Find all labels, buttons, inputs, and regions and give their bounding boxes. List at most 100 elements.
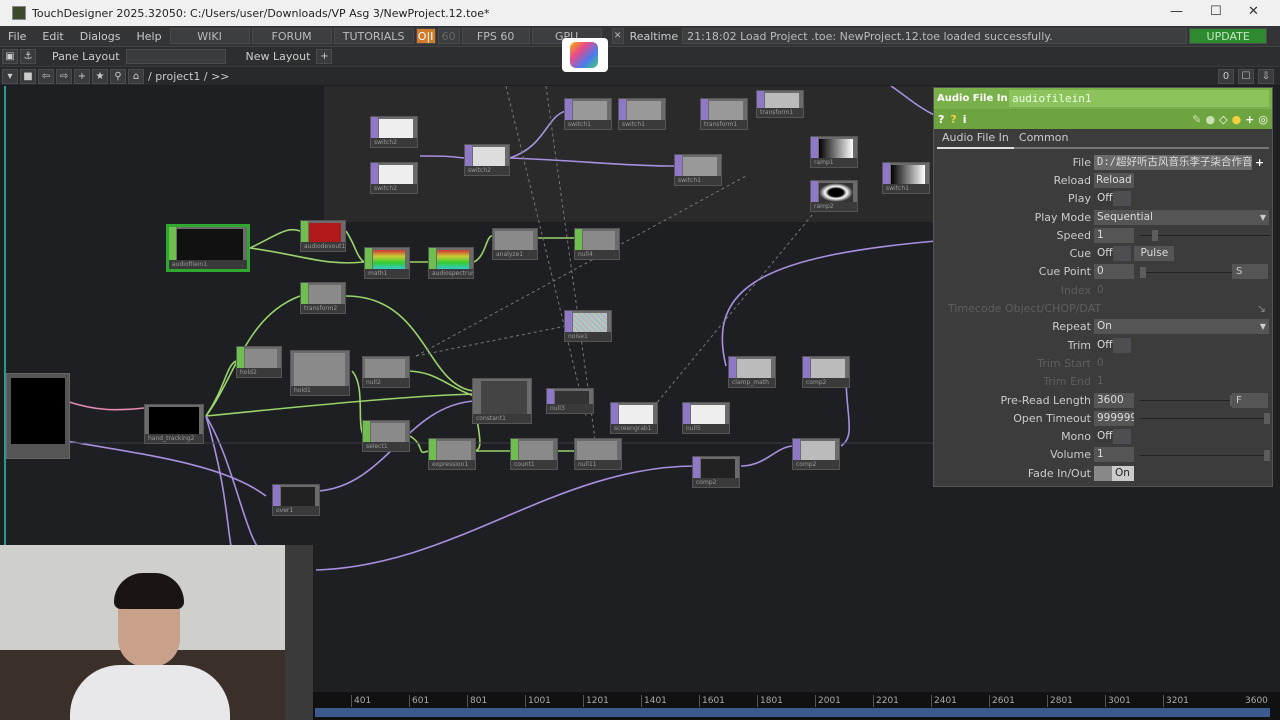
node-transform2[interactable]: comp2	[692, 456, 740, 488]
forum-button[interactable]: FORUM	[251, 28, 332, 44]
timeline[interactable]: 401 601 801 1001 1201 1401 1601 1801 200…	[313, 692, 1280, 720]
timeline-range-bar[interactable]	[315, 708, 1270, 717]
tab-common[interactable]: Common	[1018, 131, 1069, 144]
fade-toggle[interactable]: On	[1112, 465, 1134, 481]
node-null-a[interactable]: transform1	[700, 98, 748, 130]
node-screengrab1[interactable]: screengrab1	[610, 402, 658, 434]
tab-audio-file-in[interactable]: Audio File In	[937, 131, 1014, 149]
node-video2[interactable]: switch2	[370, 162, 418, 194]
anchor-icon[interactable]: ⚓	[20, 49, 36, 64]
node-analyze1[interactable]: analyze1	[492, 228, 538, 260]
add-parameter-icon[interactable]: +	[1245, 112, 1255, 126]
node-ramp1[interactable]: ramp1	[810, 136, 858, 168]
maximize-button[interactable]: ☐	[1210, 4, 1222, 19]
cue-point-field[interactable]: 0	[1094, 264, 1134, 280]
node-movie2[interactable]: switch1	[618, 98, 666, 130]
info-icon[interactable]: i	[962, 112, 967, 126]
volume-field[interactable]: 1	[1094, 447, 1134, 463]
menu-edit[interactable]: Edit	[42, 29, 64, 43]
dropdown-icon[interactable]: ▾	[2, 68, 18, 84]
mono-toggle[interactable]: Off	[1094, 429, 1113, 445]
home-icon[interactable]: ⌂	[128, 68, 144, 84]
volume-slider[interactable]	[1140, 454, 1270, 456]
cue-point-unit[interactable]: S	[1232, 264, 1268, 280]
star-icon[interactable]: ★	[92, 68, 108, 84]
cue-pulse-button[interactable]: Pulse	[1133, 246, 1174, 262]
pre-read-slider[interactable]	[1140, 399, 1235, 401]
node-comp3[interactable]: comp2	[802, 356, 850, 388]
arrow-icon[interactable]: ↘	[1256, 302, 1266, 316]
speed-field[interactable]: 1	[1094, 227, 1134, 243]
menu-dialogs[interactable]: Dialogs	[79, 29, 121, 43]
clone-icon[interactable]: ◇	[1219, 112, 1228, 126]
node-hold1[interactable]: hold2	[236, 346, 282, 378]
window-icon[interactable]: ☐	[1238, 68, 1254, 84]
target-icon[interactable]: ◎	[1258, 112, 1268, 126]
pre-read-unit[interactable]: F	[1232, 392, 1268, 408]
wiki-button[interactable]: WIKI	[169, 28, 250, 44]
realtime-checkbox[interactable]: ✕	[611, 28, 624, 44]
trim-toggle-box[interactable]	[1112, 337, 1131, 353]
node-switch2[interactable]: switch2	[464, 144, 510, 176]
cue-point-slider-knob[interactable]	[1140, 266, 1146, 278]
comment-icon[interactable]: ●	[1205, 112, 1216, 126]
play-toggle-box[interactable]	[1112, 191, 1131, 207]
download-icon[interactable]: ⇩	[1258, 68, 1274, 84]
python-icon[interactable]: ●	[1231, 112, 1242, 126]
forward-icon[interactable]: ⇨	[56, 68, 72, 84]
fps-limit-field[interactable]: 60	[437, 28, 460, 44]
node-movie1[interactable]: switch1	[564, 98, 612, 130]
cue-point-slider[interactable]	[1140, 271, 1235, 273]
open-timeout-slider-knob[interactable]	[1264, 413, 1270, 425]
expand-icon[interactable]: ▣	[2, 49, 18, 64]
pane-layout-presets[interactable]	[125, 49, 226, 64]
node-comp-out[interactable]: comp2	[792, 438, 840, 470]
node-math1[interactable]: math1	[364, 247, 410, 279]
node-expression1[interactable]: expression1	[428, 438, 476, 470]
open-timeout-field[interactable]: 999999	[1094, 410, 1134, 426]
add-file-icon[interactable]: +	[1255, 155, 1265, 169]
speed-slider[interactable]	[1140, 235, 1270, 237]
oi-button[interactable]: O|I	[415, 28, 436, 44]
cue-toggle-box[interactable]	[1112, 246, 1131, 262]
node-video1[interactable]: switch2	[370, 116, 418, 148]
tutorials-button[interactable]: TUTORIALS	[333, 28, 414, 44]
node-comp2[interactable]: clamp_math	[728, 356, 776, 388]
node-hand-tracking2[interactable]: hand_tracking2	[144, 404, 204, 444]
play-toggle[interactable]: Off	[1094, 191, 1113, 207]
node-ramp2[interactable]: ramp2	[810, 180, 858, 212]
edit-icon[interactable]: ✎	[1192, 112, 1202, 126]
file-path-field[interactable]: D:/超好听古风音乐李子柒合作音	[1094, 154, 1252, 170]
menu-file[interactable]: File	[8, 29, 27, 43]
reload-button[interactable]: Reload	[1094, 172, 1134, 188]
node-transform1[interactable]: transform1	[756, 90, 804, 118]
mono-toggle-box[interactable]	[1112, 429, 1131, 445]
volume-slider-knob[interactable]	[1264, 449, 1270, 461]
node-count1[interactable]: count1	[510, 438, 558, 470]
node-constant1[interactable]: constant1	[472, 378, 532, 424]
node-noise1[interactable]: noise1	[564, 310, 612, 342]
node-null11[interactable]: null11	[574, 438, 622, 470]
update-button[interactable]: UPDATE	[1189, 28, 1268, 44]
node-null2[interactable]: null2	[362, 356, 410, 388]
node-null4[interactable]: null4	[574, 228, 620, 260]
node-null3[interactable]: null3	[546, 388, 594, 414]
close-button[interactable]: ✕	[1248, 4, 1259, 19]
render-node[interactable]	[6, 373, 70, 459]
menu-help[interactable]: Help	[136, 29, 162, 43]
python-help-icon[interactable]: ?	[950, 112, 957, 126]
play-mode-dropdown[interactable]: Sequential	[1094, 209, 1269, 225]
node-select1[interactable]: select1	[362, 420, 410, 452]
node-comp1[interactable]: switch1	[674, 154, 722, 186]
repeat-dropdown[interactable]: On	[1094, 319, 1269, 335]
node-audiospectrum1[interactable]: audiospectrum1	[428, 247, 474, 279]
node-clamp-math[interactable]: hold1	[290, 350, 350, 396]
back-icon[interactable]: ⇦	[38, 68, 54, 84]
node-switch1[interactable]: switch1	[882, 162, 930, 194]
search-icon[interactable]: ⚲	[110, 68, 126, 84]
overlay-app-badge[interactable]	[562, 38, 608, 72]
add-layout-button[interactable]: +	[316, 49, 333, 64]
minimize-button[interactable]: —	[1170, 4, 1183, 19]
cue-toggle[interactable]: Off	[1094, 246, 1113, 262]
pre-read-field[interactable]: 3600	[1094, 392, 1134, 408]
